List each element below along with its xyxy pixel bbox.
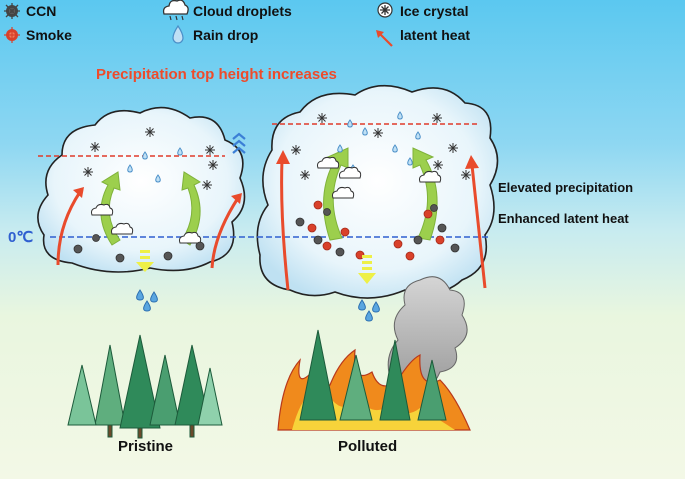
- smoke-plume: [387, 276, 468, 393]
- cloud-droplet-clusters: [91, 156, 442, 244]
- cloud-droplets-icon: [162, 0, 189, 21]
- ccn-icon: [4, 3, 20, 19]
- legend-rain-drop-label: Rain drop: [193, 27, 259, 43]
- precip-down-arrows: [136, 250, 376, 284]
- smoke-icon: [4, 27, 20, 43]
- ice-crystals: [83, 113, 471, 190]
- ccn-particles: [73, 204, 460, 263]
- pristine-forest: [67, 334, 223, 439]
- legend-latent-heat-label: latent heat: [400, 27, 471, 43]
- legend-ice-crystal-label: Ice crystal: [400, 3, 469, 19]
- pristine-circulation-arrows: [100, 171, 202, 246]
- rise-chevron-icon: [232, 132, 246, 154]
- scene-polluted-label: Polluted: [338, 438, 398, 455]
- freezing-level-label: 0℃: [8, 229, 34, 246]
- latent-heat-arrows: [56, 159, 487, 291]
- pristine-cloud: [37, 106, 246, 273]
- smoke-particles: [307, 200, 445, 261]
- effect-elevated-precipitation: Elevated precipitation: [498, 180, 634, 195]
- ice-crystal-icon: [377, 2, 393, 18]
- falling-rain-icon: [136, 289, 380, 322]
- polluted-forest: [277, 329, 471, 431]
- scene-pristine-label: Pristine: [118, 438, 174, 455]
- legend-cloud-droplets-label: Cloud droplets: [193, 3, 292, 19]
- latent-heat-arrowheads: [73, 150, 479, 204]
- polluted-cloud: [256, 84, 499, 299]
- legend-smoke-label: Smoke: [26, 27, 72, 43]
- legend-ccn-label: CCN: [26, 3, 57, 19]
- latent-heat-arrow-icon: [376, 30, 393, 47]
- rain-drops: [127, 111, 421, 183]
- effect-enhanced-latent-heat: Enhanced latent heat: [498, 211, 629, 226]
- rain-drop-icon: [172, 24, 184, 44]
- headline: Precipitation top height increases: [96, 66, 337, 83]
